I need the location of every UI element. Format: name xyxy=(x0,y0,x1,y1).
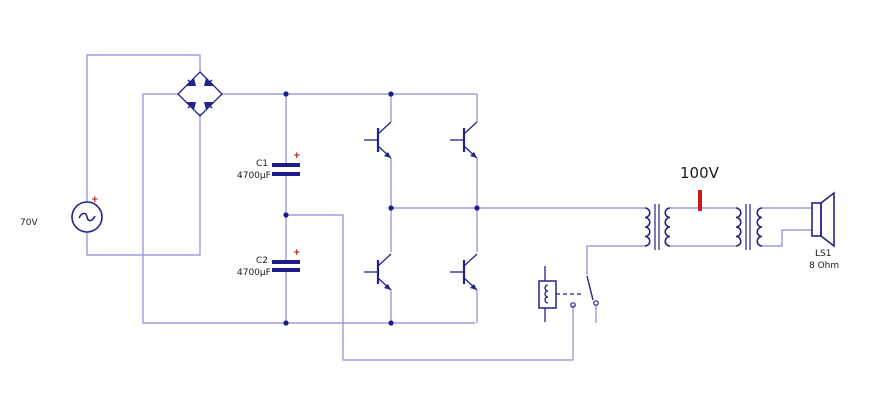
svg-text:+: + xyxy=(91,195,99,205)
c1-value-label: 4700µF xyxy=(237,171,271,181)
relay-switch-symbol xyxy=(556,275,599,308)
transistor-q4-symbol xyxy=(450,253,478,291)
transistor-q2-symbol xyxy=(450,121,478,159)
wire-relay-switch xyxy=(586,245,645,275)
transformer-t2-symbol xyxy=(735,204,763,250)
wire-speaker-bottom xyxy=(762,229,812,247)
wire-bridge-negative xyxy=(142,93,475,324)
c2-value-label: 4700µF xyxy=(237,268,271,278)
speaker-value-label: 8 Ohm xyxy=(809,261,839,271)
c2-ref-label: C2 xyxy=(256,256,268,266)
capacitor-c1-symbol: + xyxy=(272,151,301,176)
transformer-t1-symbol xyxy=(644,204,671,250)
wire-midpoint-return xyxy=(286,214,574,361)
c1-ref-label: C1 xyxy=(256,159,268,169)
relay-coil-symbol xyxy=(538,266,557,322)
transistor-q3-symbol xyxy=(364,253,392,291)
svg-text:+: + xyxy=(293,248,301,258)
transistor-q1-symbol xyxy=(364,121,392,159)
wires xyxy=(86,54,812,361)
bridge-rectifier-symbol xyxy=(177,71,223,117)
line-voltage-label: 100V xyxy=(680,164,720,182)
ac-source-symbol: + xyxy=(71,195,103,233)
wire-ac-top xyxy=(86,54,201,202)
source-voltage-label: 70V xyxy=(20,218,38,228)
speaker-ls1-symbol xyxy=(811,191,835,248)
junction-nodes xyxy=(283,91,480,326)
capacitor-c2-symbol: + xyxy=(272,248,301,272)
svg-text:+: + xyxy=(293,151,301,161)
speaker-ref-label: LS1 xyxy=(815,249,831,259)
